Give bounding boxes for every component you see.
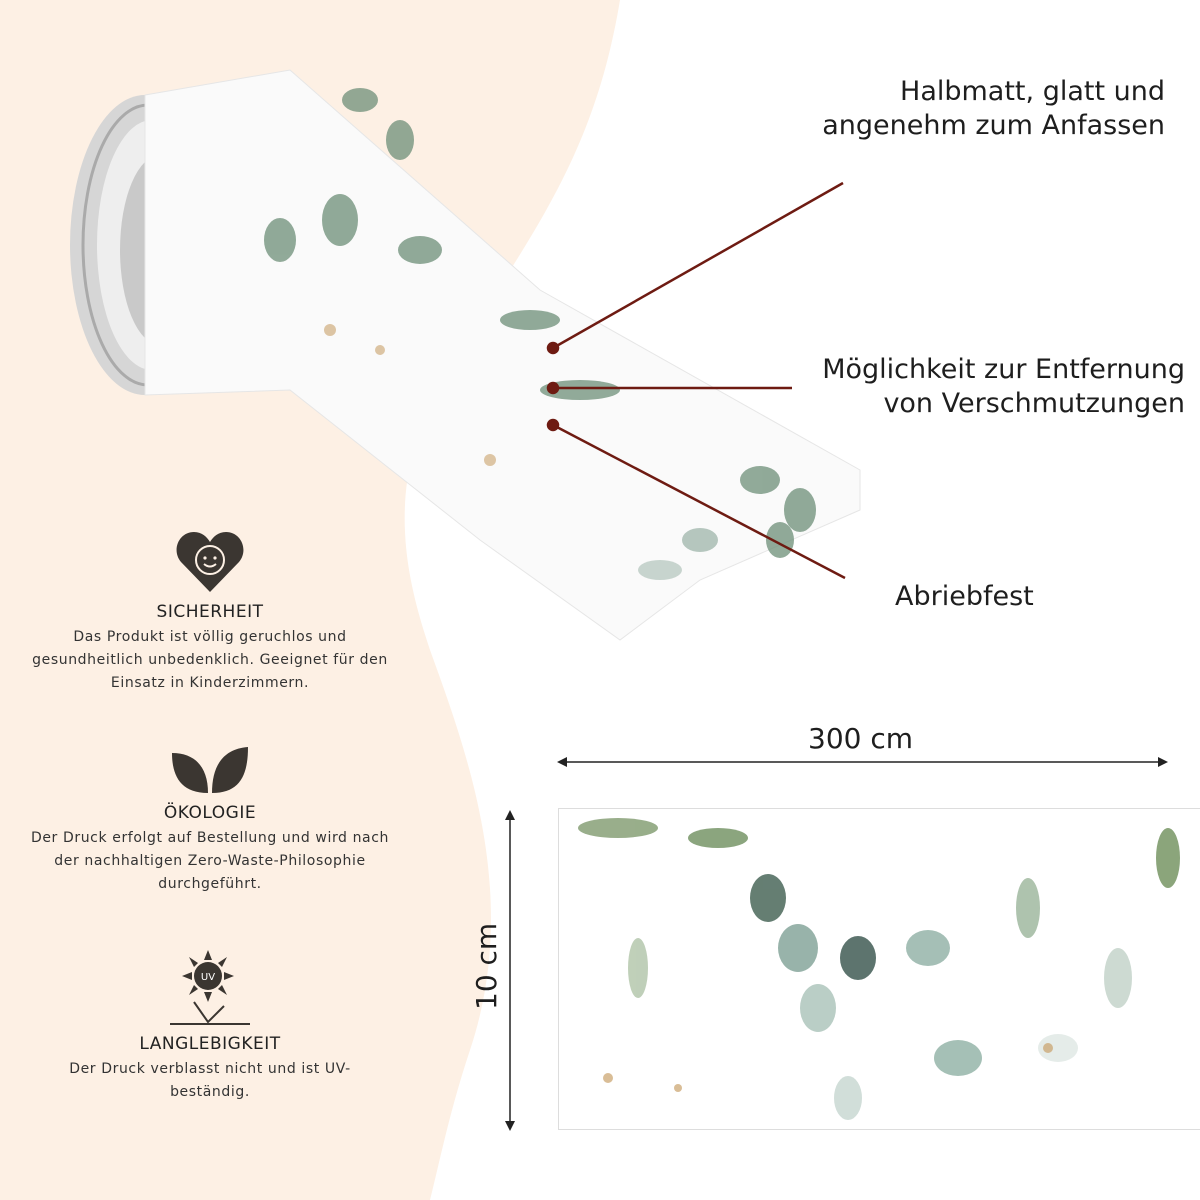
- feature-ecology: ÖKOLOGIE Der Druck erfolgt auf Bestellun…: [30, 745, 390, 896]
- uv-label: UV: [201, 972, 215, 983]
- feature-text: Der Druck erfolgt auf Bestellung und wir…: [30, 830, 390, 892]
- border-preview: [558, 808, 1200, 1130]
- height-arrow: [505, 810, 515, 1131]
- width-label: 300 cm: [808, 722, 914, 755]
- callout-cleaning-line1: Möglichkeit zur Entfernung: [822, 354, 1185, 385]
- callout-abrasion: Abriebfest: [895, 581, 1034, 612]
- feature-safety: SICHERHEIT Das Produkt ist völlig geruch…: [30, 530, 390, 695]
- callout-cleaning-line2: von Verschmutzungen: [883, 388, 1185, 419]
- heart-baby-icon: [176, 532, 244, 592]
- border-roll-illustration: [70, 69, 861, 641]
- callout-lines: [546, 181, 846, 580]
- feature-title: LANGLEBIGKEIT: [139, 1034, 281, 1054]
- callout-finish: Halbmatt, glatt und angenehm zum Anfasse…: [822, 75, 1165, 143]
- feature-text: Der Druck verblasst nicht und ist UV-bes…: [69, 1061, 351, 1100]
- callout-finish-line2: angenehm zum Anfassen: [822, 110, 1165, 141]
- callout-cleaning: Möglichkeit zur Entfernung von Verschmut…: [822, 353, 1185, 421]
- feature-title: SICHERHEIT: [156, 602, 264, 622]
- feature-durability: UV LANGLEBIGKEIT Der Druck verblasst nic…: [30, 950, 390, 1104]
- callout-finish-line1: Halbmatt, glatt und: [900, 76, 1165, 107]
- height-label: 10 cm: [470, 922, 503, 1010]
- leaves-icon: [172, 747, 248, 793]
- width-arrow: [557, 757, 1168, 767]
- feature-text: Das Produkt ist völlig geruchlos und ges…: [32, 629, 388, 691]
- uv-sun-icon: UV: [170, 950, 250, 1025]
- feature-title: ÖKOLOGIE: [163, 803, 257, 823]
